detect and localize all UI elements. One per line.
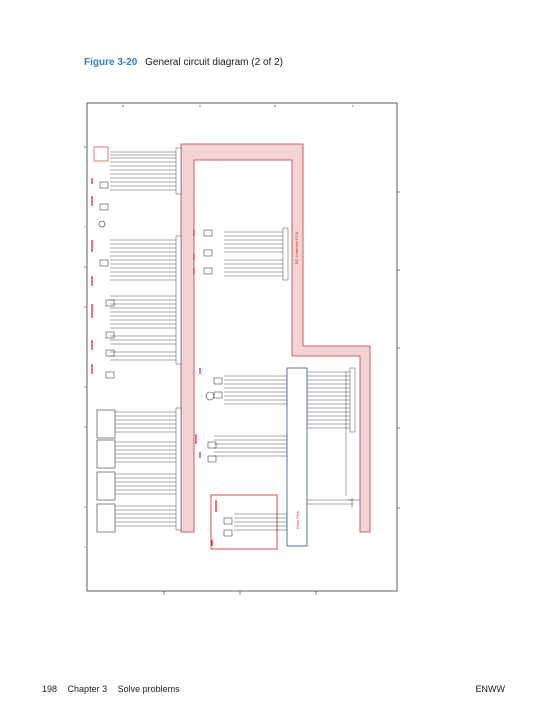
diagram-border bbox=[86, 102, 398, 592]
circuit-diagram: D C B A 8 7 6 5 4 3 2 1 DC controller PC… bbox=[84, 102, 400, 595]
grid-number: 6 bbox=[84, 265, 86, 269]
motor-block bbox=[96, 503, 116, 533]
grid-number: 2 bbox=[84, 505, 86, 509]
grid-number: 1 bbox=[84, 545, 86, 549]
grid-letter: C bbox=[198, 105, 202, 108]
fan-symbol bbox=[98, 220, 106, 228]
wire-bundle bbox=[307, 371, 354, 505]
motor-block bbox=[96, 409, 116, 439]
wire-bundle bbox=[214, 375, 287, 531]
wire-bundle bbox=[110, 151, 181, 191]
fan-symbol bbox=[205, 391, 215, 401]
pcb-label: DC controller PCA bbox=[294, 231, 299, 264]
grid-number: 8 bbox=[84, 145, 86, 149]
wire-bundle bbox=[115, 411, 181, 527]
motor-block bbox=[96, 439, 116, 469]
motor-block bbox=[96, 471, 116, 501]
grid-letter: A bbox=[351, 105, 355, 107]
driver-pca bbox=[286, 367, 308, 547]
page-number: 198 bbox=[42, 684, 58, 694]
page-footer: 198 Chapter 3 Solve problems bbox=[42, 684, 180, 694]
chapter-label: Chapter 3 bbox=[67, 684, 108, 694]
connector-strip bbox=[175, 147, 356, 531]
section-label: Solve problems bbox=[117, 684, 180, 694]
signal-lines bbox=[345, 372, 360, 508]
grid-number: 5 bbox=[84, 305, 86, 309]
figure-caption: Figure 3-20 General circuit diagram (2 o… bbox=[84, 57, 283, 68]
grid-number: 4 bbox=[84, 385, 86, 389]
connector-block bbox=[93, 146, 109, 162]
wire-bundle bbox=[224, 231, 284, 277]
figure-number: Figure 3-20 bbox=[84, 57, 138, 68]
wire-bundle bbox=[110, 239, 181, 281]
grid-letter: D bbox=[121, 105, 125, 108]
brand-label: ENWW bbox=[475, 684, 506, 694]
wire-bundle bbox=[110, 295, 181, 361]
pcb-label: Driver PCA bbox=[296, 511, 300, 529]
grid-number: 7 bbox=[84, 225, 86, 229]
dc-controller-pca bbox=[180, 143, 371, 533]
red-annotations bbox=[91, 178, 217, 546]
grid-letter: B bbox=[273, 105, 277, 107]
figure-title: General circuit diagram (2 of 2) bbox=[145, 57, 283, 68]
grid-number: 3 bbox=[84, 425, 86, 429]
component-cluster bbox=[99, 181, 233, 537]
